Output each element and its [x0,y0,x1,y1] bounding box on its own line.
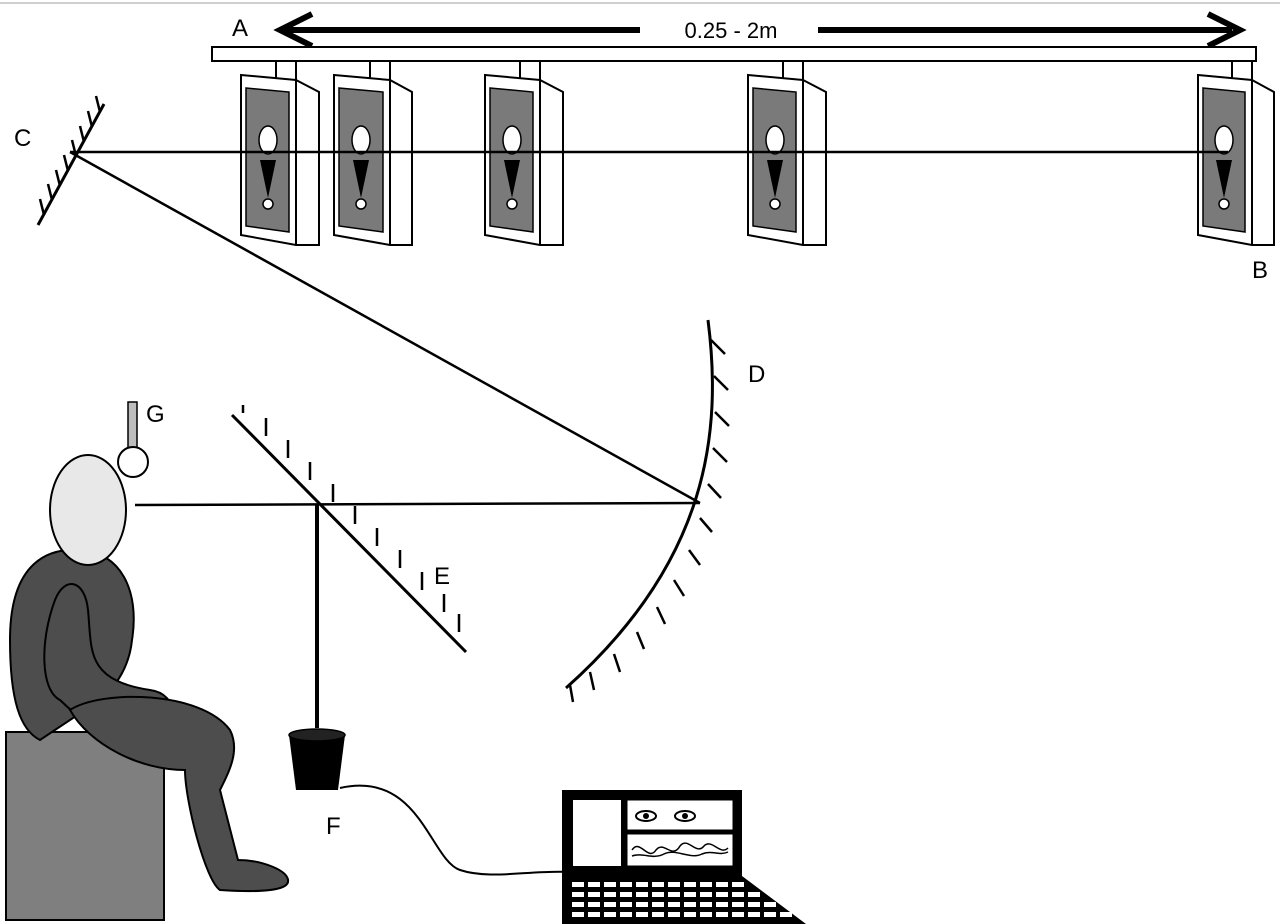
light-path [69,150,1228,728]
label-f: F [326,813,341,840]
label-e: E [434,563,450,590]
target-screen [240,60,320,246]
head-sensor [117,401,149,478]
head [49,454,127,566]
beam-splitter [230,405,468,654]
label-b: B [1252,257,1268,284]
distance-label: 0.25 - 2m [685,18,778,43]
label-c: C [14,125,31,152]
target-screen [747,60,827,246]
seated-person [8,454,289,893]
distance-arrow [273,11,1247,49]
rail [211,46,1257,62]
eye-tracker-camera [288,728,346,790]
target-screen [1197,60,1275,246]
target-screen [484,60,564,246]
mirror [36,95,106,226]
label-d: D [748,361,765,388]
label-g: G [146,401,165,428]
seat [5,731,165,921]
camera-cable [339,784,571,876]
target-screen [333,60,413,246]
label-a: A [232,15,248,42]
laptop-icon [562,790,806,924]
concave-mirror [565,319,730,703]
